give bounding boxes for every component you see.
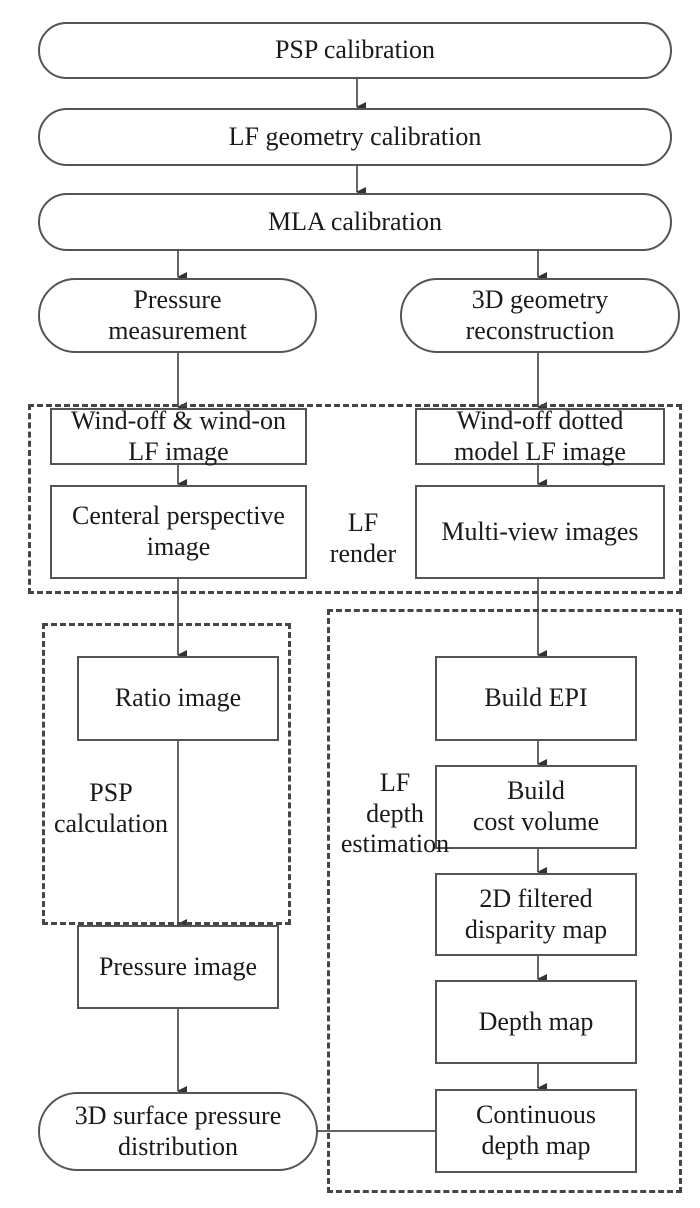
node-label-line: Continuous	[476, 1100, 596, 1130]
lf-render-group	[28, 404, 682, 594]
node-label-line: measurement	[108, 315, 247, 345]
node-label-line: 3D geometry	[471, 284, 609, 314]
group-label-line: depth	[366, 798, 424, 828]
group-label-line: calculation	[53, 808, 169, 838]
group-label-line: PSP	[89, 778, 133, 807]
node-label: Build EPI	[484, 683, 588, 713]
node-label: Ratio image	[114, 683, 242, 713]
node-label-line: Build	[507, 776, 565, 806]
node-label-line: LF image	[128, 436, 229, 466]
node-label-line: 2D filtered	[479, 883, 593, 913]
mla-calibration-node: MLA calibration	[38, 193, 672, 251]
node-label: Multi-view images	[441, 516, 639, 546]
node-label: LF geometry calibration	[228, 121, 482, 151]
node-label: PSP calibration	[274, 35, 436, 65]
node-label: MLA calibration	[267, 206, 442, 236]
node-label-line: Wind-off & wind-on	[70, 405, 287, 435]
psp-calculation-group	[42, 623, 291, 925]
node-label: Pressure image	[98, 951, 258, 981]
node-label-line: Centeral perspective	[72, 501, 285, 531]
node-label-line: distribution	[118, 1131, 238, 1161]
node-label-line: Wind-off dotted	[456, 405, 624, 435]
ratio-image-node: Ratio image	[77, 656, 279, 741]
node-label-line: model LF image	[454, 436, 626, 466]
multi-view-node: Multi-view images	[415, 485, 665, 579]
group-label-line: render	[329, 538, 397, 568]
pressure-image-node: Pressure image	[77, 925, 279, 1009]
node-label-line: depth map	[481, 1131, 591, 1160]
lf-geometry-calibration-node: LF geometry calibration	[38, 108, 672, 166]
node-label-line: image	[146, 532, 211, 561]
node-label-line: Pressure	[133, 284, 222, 314]
group-label-line: LF	[347, 508, 379, 537]
build-epi-node: Build EPI	[435, 656, 637, 741]
node-label-line: reconstruction	[465, 315, 615, 345]
group-label-line: LF	[379, 768, 411, 797]
node-label-line: cost volume	[472, 807, 600, 836]
psp-calibration-node: PSP calibration	[38, 22, 672, 79]
node-label: Depth map	[478, 1006, 594, 1036]
node-label-line: disparity map	[464, 914, 608, 944]
depth-map-node: Depth map	[435, 980, 637, 1064]
node-label-line: 3D surface pressure	[74, 1100, 282, 1130]
group-label-line: estimation	[340, 829, 450, 859]
lf-depth-estimation-group	[327, 609, 682, 1193]
